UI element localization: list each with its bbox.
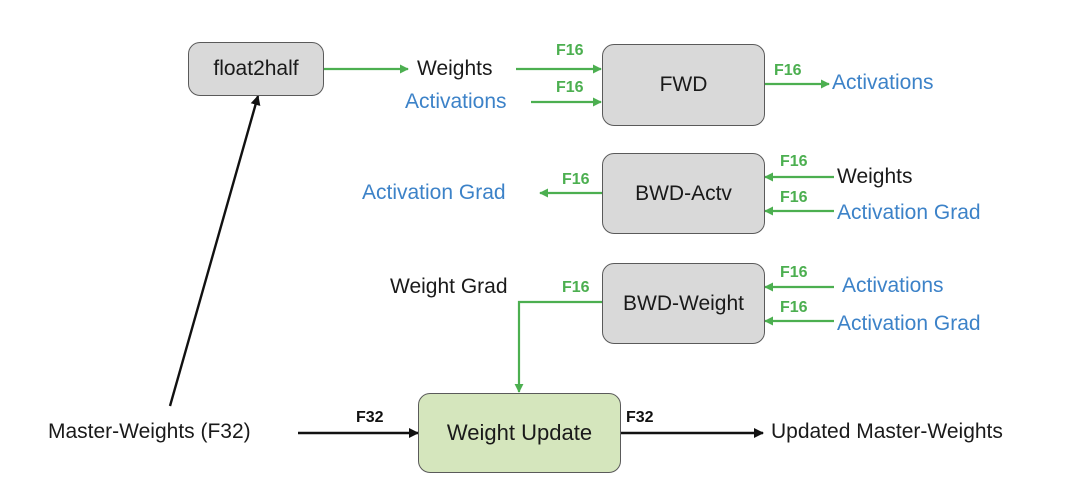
f16-tag-fwd-out: F16 [774,62,802,79]
f16-tag-activation-grad-bwd-actv: F16 [780,189,808,206]
weights-input-bwd-actv: Weights [837,165,913,188]
arrow-bwdweight-to-weight-update [514,300,602,393]
f16-tag-activation-grad-out: F16 [562,171,590,188]
f16-tag-weights-fwd: F16 [556,42,584,59]
bwd-weight-label: BWD-Weight [623,291,744,315]
f16-tag-weights-bwd-actv: F16 [780,153,808,170]
activations-input-bwd-weight: Activations [842,274,944,297]
activation-grad-input-bwd-actv: Activation Grad [837,201,981,224]
weights-input-fwd: Weights [417,57,493,80]
activation-grad-input-bwd-weight: Activation Grad [837,312,981,335]
weight-update-box: Weight Update [418,393,621,473]
f32-tag-master-weights: F32 [356,409,384,426]
arrow-master-weights-to-float2half [168,95,261,407]
fwd-box: FWD [602,44,765,126]
updated-master-weights-label: Updated Master-Weights [771,420,1003,443]
activation-grad-output: Activation Grad [362,181,506,204]
weight-update-label: Weight Update [446,420,593,445]
float2half-box: float2half [188,42,324,96]
f16-tag-activation-grad-bwd-weight: F16 [780,299,808,316]
weight-grad-label: Weight Grad [390,275,508,298]
master-weights-label: Master-Weights (F32) [48,420,251,443]
f16-tag-activations-fwd: F16 [556,79,584,96]
activations-output-fwd: Activations [832,71,934,94]
bwd-actv-box: BWD-Actv [602,153,765,234]
activations-input-fwd: Activations [405,90,507,113]
bwd-weight-box: BWD-Weight [602,263,765,344]
float2half-label: float2half [213,57,299,80]
bwd-actv-label: BWD-Actv [635,181,732,205]
f16-tag-weight-grad: F16 [562,279,590,296]
f16-tag-activations-bwd-weight: F16 [780,264,808,281]
f32-tag-updated: F32 [626,409,654,426]
fwd-label: FWD [659,73,708,96]
